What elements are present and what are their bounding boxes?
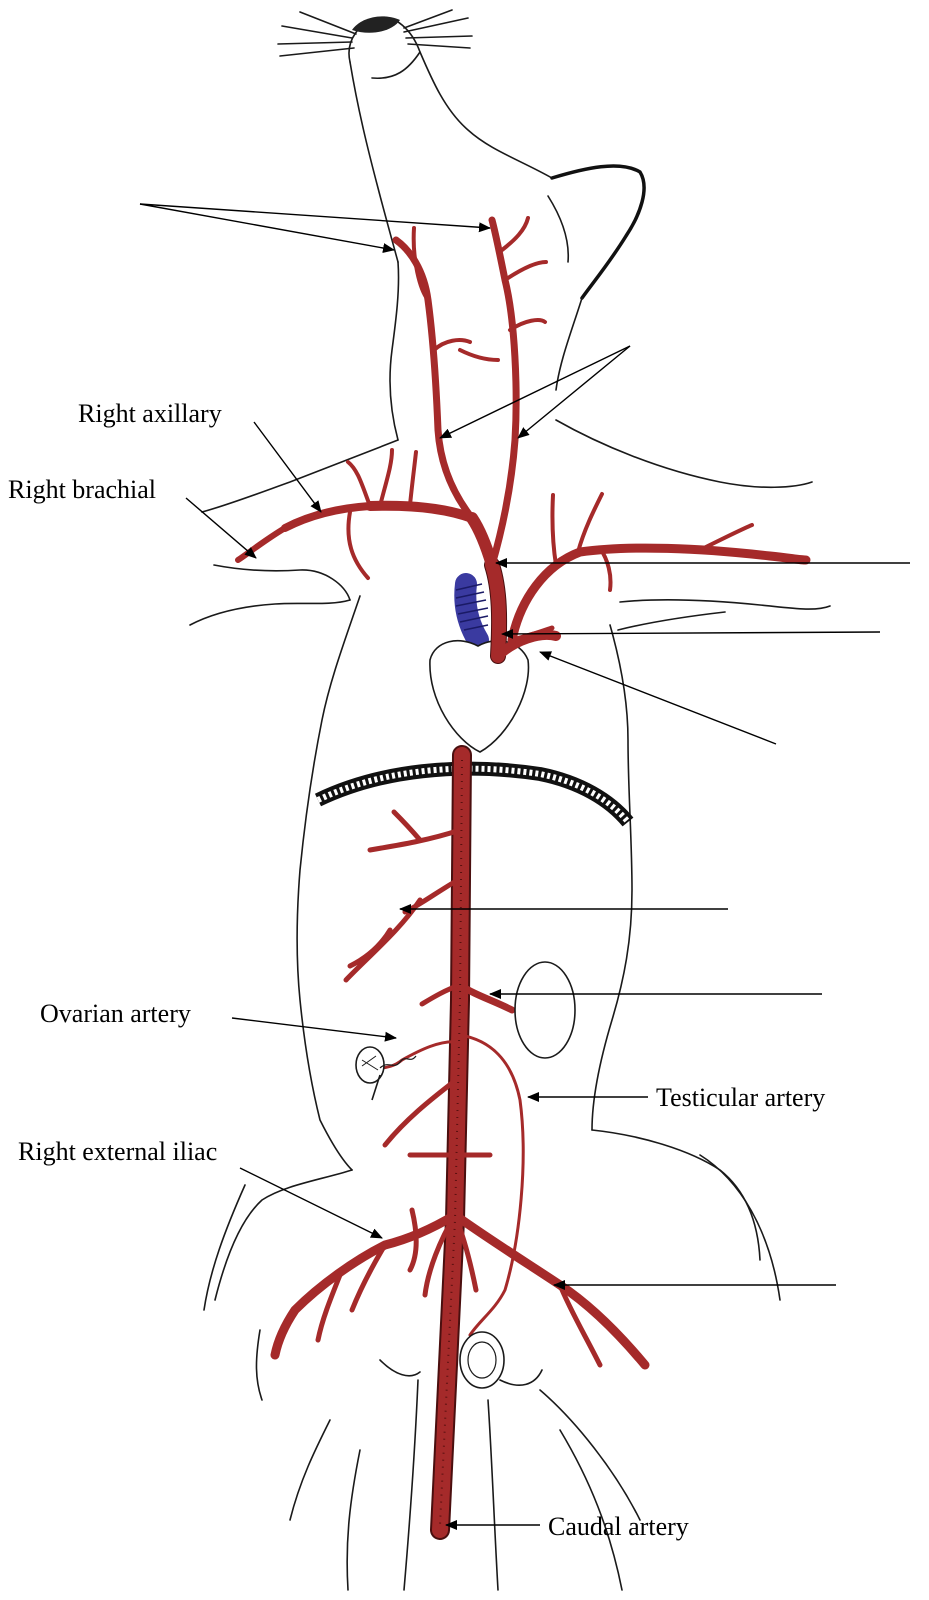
right-brachial-artery: [238, 528, 285, 560]
left-common-carotid: [492, 220, 516, 565]
label-right-external-iliac: Right external iliac: [18, 1137, 217, 1166]
whiskers: [278, 10, 472, 56]
pointer-carotid-b: [140, 204, 394, 250]
arterial-tree: [238, 218, 806, 1530]
kidney: [515, 962, 575, 1058]
label-testicular-artery: Testicular artery: [656, 1083, 825, 1112]
pointer-right-axillary: [254, 422, 321, 512]
pointer-left-subclavian: [540, 652, 776, 744]
descending-aorta: [440, 755, 462, 1530]
diaphragm: [318, 769, 628, 822]
labels: Right axillary Right brachial Ovarian ar…: [8, 399, 825, 1541]
ovarian-artery-vessel: [380, 1042, 458, 1068]
label-right-axillary: Right axillary: [78, 399, 222, 428]
torso-left-outline: [297, 596, 360, 1170]
testis: [460, 1332, 504, 1388]
label-caudal-artery: Caudal artery: [548, 1512, 689, 1541]
ear-outline: [552, 166, 644, 298]
pointer-ovarian: [232, 1018, 396, 1038]
pointer-right-external-iliac: [240, 1168, 382, 1238]
label-ovarian-artery: Ovarian artery: [40, 999, 191, 1028]
label-right-brachial: Right brachial: [8, 475, 156, 504]
right-common-carotid: [396, 240, 472, 518]
left-forelimb-outline: [556, 420, 812, 487]
testicular-artery-vessel: [460, 1035, 523, 1335]
pointer-lines: [140, 204, 910, 1525]
body-outline: [190, 10, 830, 1590]
head-outline: [349, 17, 552, 178]
right-axillary-artery: [285, 506, 370, 528]
heart: [430, 641, 529, 752]
aortic-arch: [492, 565, 499, 656]
brachiocephalic-artery: [472, 518, 492, 565]
pointer-carotid-a: [140, 204, 490, 228]
torso-right-outline: [592, 625, 632, 1130]
right-subclavian: [370, 506, 472, 518]
